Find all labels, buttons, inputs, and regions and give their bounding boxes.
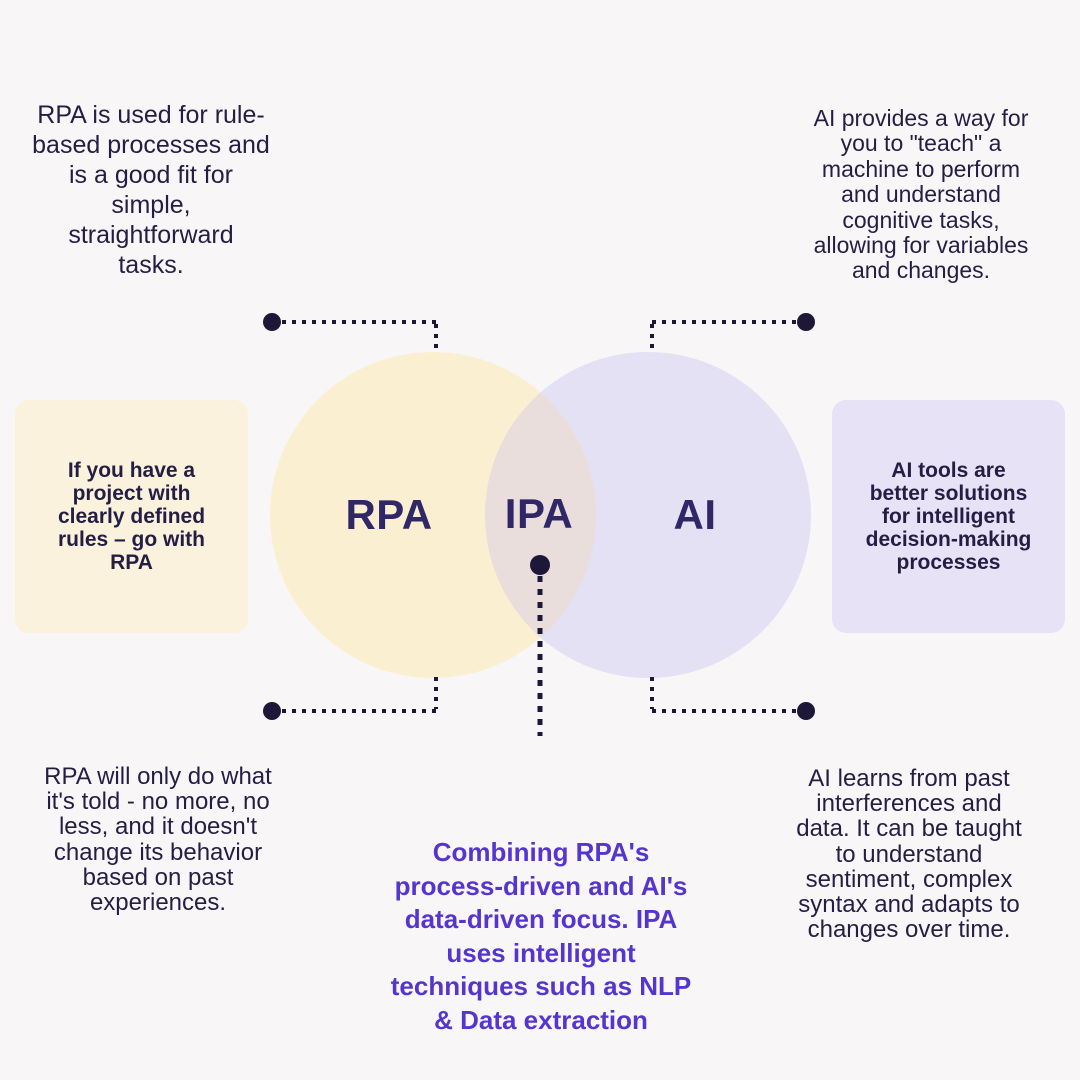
connector-top-left (272, 320, 438, 353)
note-rpa-bottom: RPA will only do what it's told - no mor… (44, 763, 272, 917)
ai-label: AI (673, 491, 717, 538)
note-ai-bottom: AI learns from past interferences and da… (796, 765, 1022, 944)
rpa-card-text: If you have a project with clearly defin… (57, 459, 206, 574)
dot-top-right (797, 313, 815, 331)
dot-bottom-left (263, 702, 281, 720)
connector-bottom-right (650, 677, 806, 713)
connector-dots (263, 313, 815, 720)
connector-bottom-left (272, 677, 438, 713)
note-ipa-bottom: Combining RPA's process-driven and AI's … (390, 837, 692, 1035)
note-ai-top: AI provides a way for you to "teach" a m… (813, 105, 1029, 284)
dot-bottom-right (797, 702, 815, 720)
dot-top-left (263, 313, 281, 331)
connector-lines (272, 320, 806, 736)
ai-callout-card: AI tools are better solutions for intell… (832, 400, 1065, 633)
venn-overlap-lens (485, 352, 596, 678)
ai-card-text: AI tools are better solutions for intell… (865, 459, 1032, 574)
rpa-callout-card: If you have a project with clearly defin… (15, 400, 248, 633)
dot-ipa-pointer (530, 555, 550, 575)
note-rpa-top: RPA is used for rule- based processes an… (32, 101, 270, 279)
rpa-label: RPA (345, 491, 433, 538)
ipa-label: IPA (504, 490, 574, 537)
connector-top-right (650, 320, 806, 353)
